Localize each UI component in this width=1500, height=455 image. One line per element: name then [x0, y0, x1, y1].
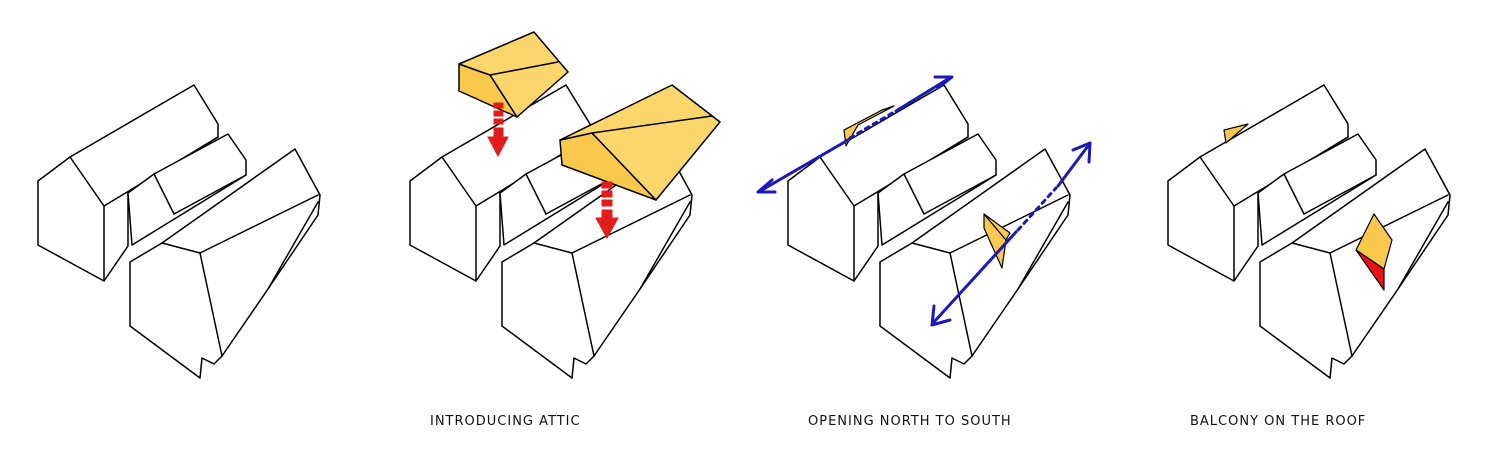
- panel-4-balcony-on-the-roof: [1168, 85, 1450, 378]
- panel-3-opening-north-to-south: [788, 85, 1070, 378]
- attic-large: [559, 84, 721, 201]
- down-arrow-icon: [595, 181, 619, 240]
- balcony-red: [1355, 249, 1385, 291]
- caption-balcony-on-the-roof: BALCONY ON THE ROOF: [1190, 414, 1367, 429]
- panel-2-introducing-attic: [410, 31, 721, 378]
- double-headed-arrow-icon: [756, 75, 954, 194]
- down-arrow-icon: [487, 102, 509, 158]
- roof-opening: [843, 105, 895, 147]
- caption-opening-north-to-south: OPENING NORTH TO SOUTH: [808, 414, 1012, 429]
- roof-opening: [1223, 123, 1249, 144]
- roof-opening-side: [983, 213, 1011, 241]
- caption-introducing-attic: INTRODUCING ATTIC: [430, 414, 581, 429]
- double-headed-arrow-icon: [930, 141, 1092, 327]
- panel-1-base-massing: [38, 85, 320, 378]
